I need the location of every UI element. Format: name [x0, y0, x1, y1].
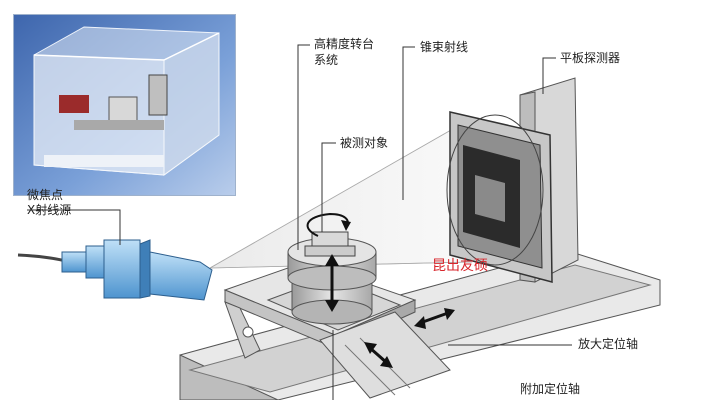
xray-source-label: 微焦点	[27, 188, 63, 203]
turntable-label-line2: 系统	[314, 53, 338, 68]
watermark-text: 昆出友硕	[432, 259, 488, 274]
cone-beam-label: 锥束射线	[420, 40, 468, 55]
test-object-label: 被测对象	[340, 136, 388, 151]
xray-source-label-line2: X射线源	[27, 203, 71, 218]
flat-detector-label: 平板探测器	[560, 51, 620, 66]
xray-source	[18, 240, 212, 300]
magnification-axis-label: 放大定位轴	[578, 337, 638, 352]
turntable-label: 高精度转台	[314, 37, 374, 52]
additional-axis-label: 附加定位轴	[520, 382, 580, 397]
flat-panel-detector	[447, 78, 578, 282]
